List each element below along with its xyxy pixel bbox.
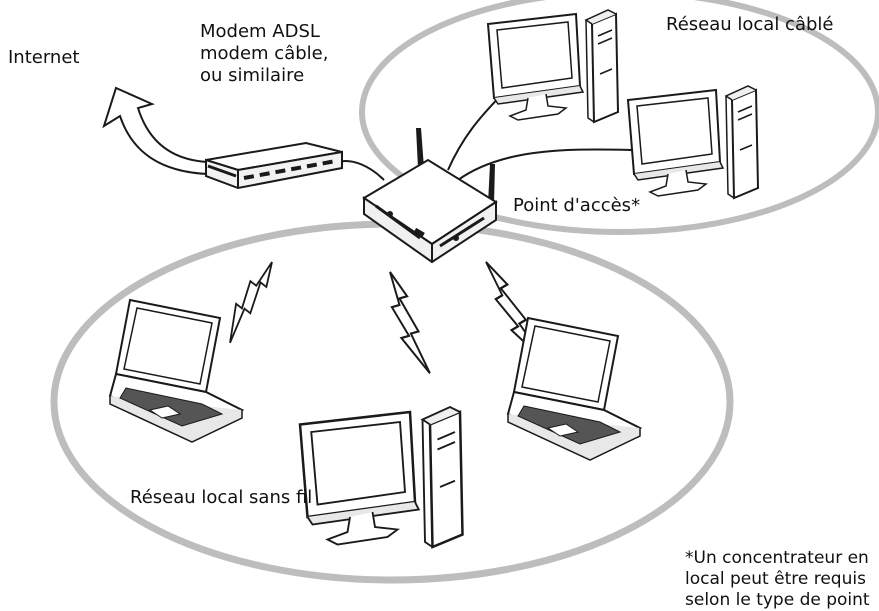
laptop-computer-icon (109, 299, 243, 443)
wireless-signal-icon (205, 261, 297, 344)
laptop-computer-icon (507, 317, 641, 461)
wired-lan-label: Réseau local câblé (666, 14, 834, 35)
desktop-computer-icon (627, 85, 759, 199)
wireless-lan-label: Réseau local sans fil (130, 487, 313, 508)
modem-label-line: ou similaire (200, 65, 305, 86)
footnote-line: *Un concentrateur en (685, 548, 869, 568)
desktop-computer-icon (487, 9, 619, 123)
modem-label: Modem ADSL modem câble, ou similaire (200, 21, 328, 87)
wired-lan-ellipse (359, 0, 879, 235)
access-point-icon (362, 128, 498, 264)
modem-label-line: Modem ADSL (200, 21, 320, 42)
internet-label: Internet (8, 47, 80, 68)
access-point-label: Point d'accès* (513, 195, 641, 216)
desktop-computer-icon (298, 405, 464, 549)
network-diagram (50, 0, 879, 584)
internet-arrow-icon (102, 86, 209, 176)
footnote: *Un concentrateur en local peut être req… (685, 548, 870, 611)
footnote-line: selon le type de point (685, 590, 870, 610)
footnote-line: local peut être requis (685, 569, 866, 589)
wireless-signal-icon (388, 270, 431, 375)
modem-label-line: modem câble, (200, 43, 329, 64)
modem-icon (205, 141, 343, 190)
